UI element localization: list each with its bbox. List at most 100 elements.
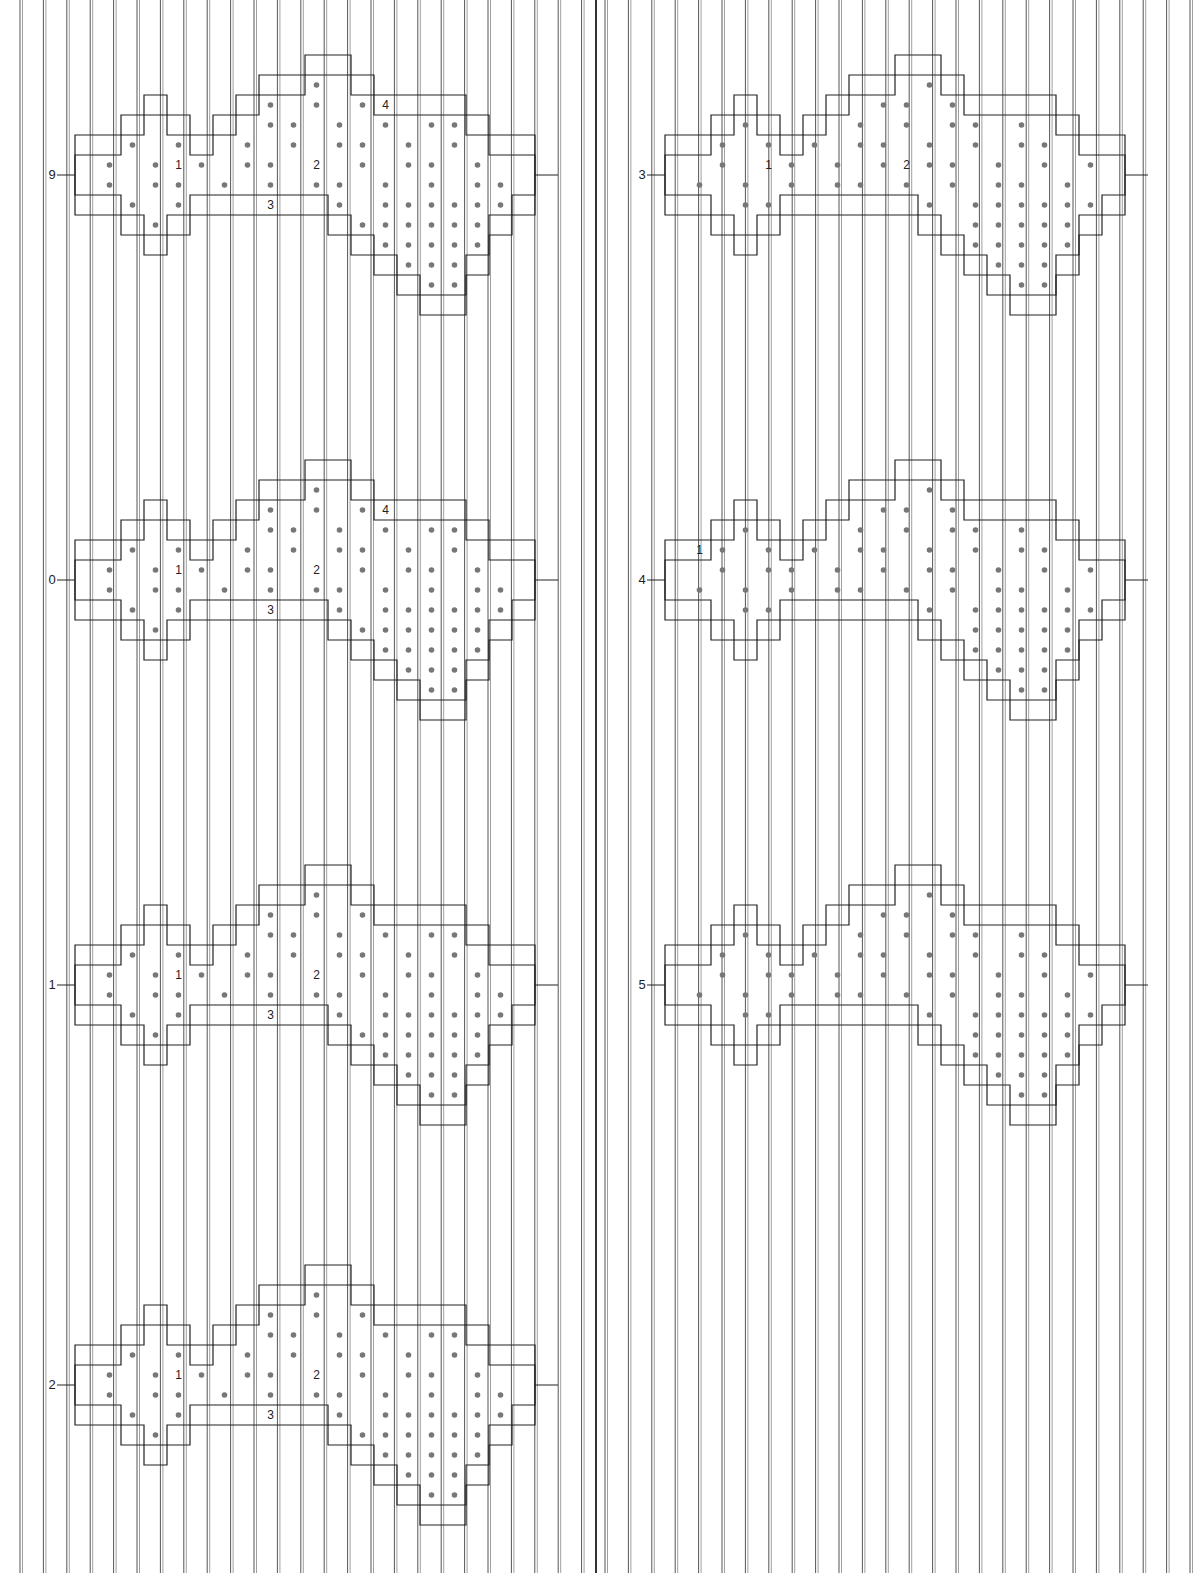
pattern-dot: [743, 122, 749, 128]
pattern-dot: [291, 547, 297, 553]
warp-line: [698, 0, 699, 1573]
warp-line: [771, 0, 772, 1573]
callout-number: 2: [312, 968, 321, 982]
pattern-dot: [452, 262, 458, 268]
warp-line: [818, 0, 819, 1573]
pattern-dot: [950, 587, 956, 593]
pattern-dot: [406, 262, 412, 268]
warp-line: [1122, 0, 1123, 1573]
pattern-dot: [881, 507, 887, 513]
pattern-dot: [1088, 162, 1094, 168]
pattern-dot: [950, 182, 956, 188]
motif-tail: [535, 580, 558, 581]
pattern-dot: [452, 1032, 458, 1038]
pattern-dot: [383, 202, 389, 208]
warp-line: [326, 0, 327, 1573]
pattern-dot: [429, 202, 435, 208]
pattern-dot: [383, 527, 389, 533]
pattern-dot: [268, 182, 274, 188]
pattern-dot: [291, 527, 297, 533]
pattern-dot: [314, 487, 320, 493]
pattern-dot: [429, 1392, 435, 1398]
column-divider: [595, 0, 597, 1573]
pattern-dot: [881, 567, 887, 573]
pattern-dot: [743, 527, 749, 533]
pattern-dot: [973, 222, 979, 228]
warp-line: [303, 0, 304, 1573]
warp-line: [537, 0, 538, 1573]
pattern-dot: [268, 102, 274, 108]
pattern-dot: [130, 547, 136, 553]
pattern-dot: [766, 972, 772, 978]
pattern-dot: [130, 1412, 136, 1418]
warp-line: [300, 0, 301, 1573]
pattern-dot: [383, 627, 389, 633]
pattern-dot: [720, 567, 726, 573]
pattern-dot: [360, 1352, 366, 1358]
pattern-dot: [383, 222, 389, 228]
pattern-dot: [881, 547, 887, 553]
pattern-dot: [766, 202, 772, 208]
warp-line: [792, 0, 793, 1573]
pattern-dot: [176, 202, 182, 208]
pattern-dot: [904, 122, 910, 128]
pattern-dot: [268, 1392, 274, 1398]
pattern-dot: [429, 1452, 435, 1458]
warp-line: [932, 0, 933, 1573]
warp-line: [958, 0, 959, 1573]
pattern-dot: [1088, 972, 1094, 978]
pattern-dot: [107, 1372, 113, 1378]
pattern-dot: [1019, 242, 1025, 248]
pattern-dot: [337, 1392, 343, 1398]
pattern-dot: [996, 972, 1002, 978]
pattern-dot: [360, 567, 366, 573]
pattern-dot: [452, 1412, 458, 1418]
pattern-dot: [1042, 1052, 1048, 1058]
pattern-dot: [475, 202, 481, 208]
warp-line: [20, 0, 21, 1573]
pattern-dot: [950, 567, 956, 573]
pattern-dot: [337, 182, 343, 188]
motif-tail: [1125, 175, 1148, 176]
pattern-dot: [1019, 1012, 1025, 1018]
pattern-dot: [996, 647, 1002, 653]
pattern-dot: [1042, 627, 1048, 633]
warp-line: [839, 0, 840, 1573]
pattern-dot: [996, 262, 1002, 268]
pattern-dot: [1042, 667, 1048, 673]
pattern-dot: [268, 162, 274, 168]
pattern-dot: [973, 607, 979, 613]
pattern-dot: [429, 122, 435, 128]
pattern-dot: [291, 142, 297, 148]
pattern-dot: [743, 1012, 749, 1018]
pattern-dot: [452, 122, 458, 128]
warp-line: [1143, 0, 1144, 1573]
callout-number: 3: [266, 198, 275, 212]
pattern-dot: [766, 567, 772, 573]
pattern-dot: [406, 1012, 412, 1018]
pattern-dot: [360, 547, 366, 553]
pattern-dot: [337, 932, 343, 938]
pattern-dot: [291, 122, 297, 128]
pattern-dot: [245, 142, 251, 148]
pattern-dot: [383, 1452, 389, 1458]
pattern-dot: [452, 1332, 458, 1338]
pattern-dot: [1019, 667, 1025, 673]
pattern-dot: [475, 1412, 481, 1418]
pattern-dot: [429, 1472, 435, 1478]
pattern-dot: [1042, 242, 1048, 248]
pattern-dot: [199, 567, 205, 573]
pattern-dot: [452, 1472, 458, 1478]
warp-line: [139, 0, 140, 1573]
pattern-dot: [927, 1012, 933, 1018]
pattern-dot: [498, 1412, 504, 1418]
warp-line: [1192, 0, 1193, 1573]
pattern-dot: [153, 992, 159, 998]
warp-line: [513, 0, 514, 1573]
pattern-dot: [1042, 1092, 1048, 1098]
pattern-dot: [766, 952, 772, 958]
pattern-dot: [452, 1052, 458, 1058]
pattern-dot: [835, 162, 841, 168]
warp-line: [43, 0, 44, 1573]
callout-number: 2: [312, 1368, 321, 1382]
